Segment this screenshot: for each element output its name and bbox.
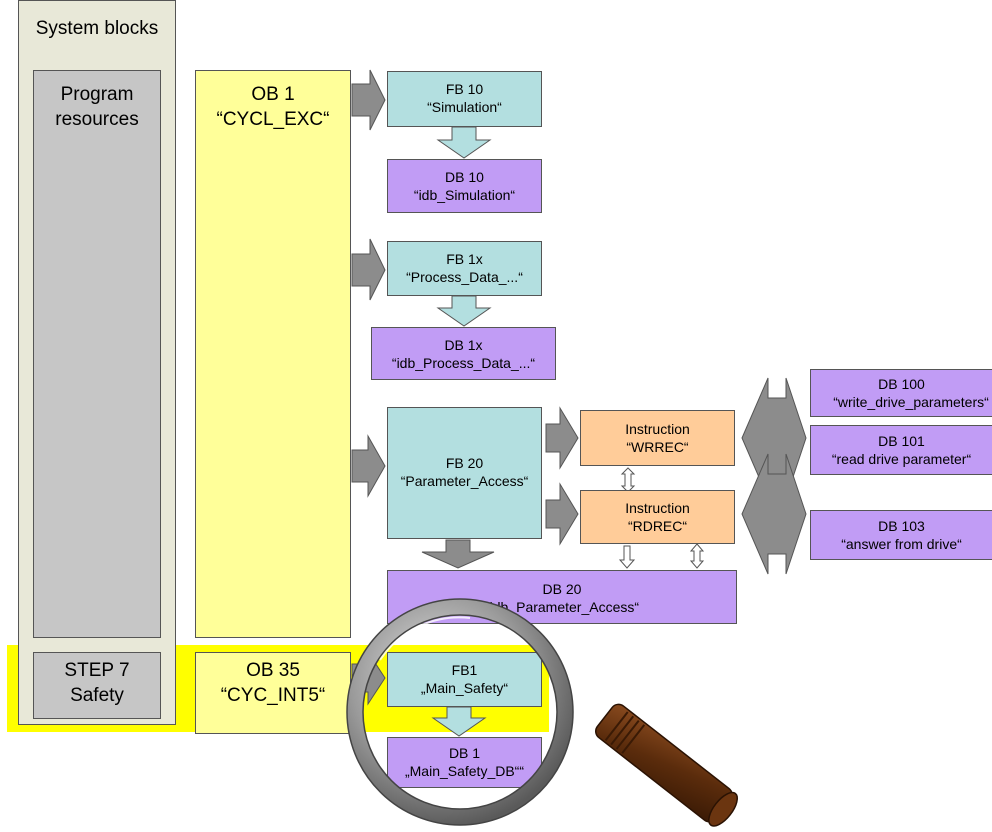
db103-line2: “answer from drive“: [841, 536, 962, 552]
rdrec-block: Instruction “RDREC“: [580, 490, 735, 544]
arrow-fb20-to-rdrec: [545, 482, 579, 546]
ob35-block: OB 35 “CYC_INT5“: [195, 652, 351, 734]
db100-line1: DB 100: [878, 376, 925, 392]
db1x-line1: DB 1x: [444, 337, 483, 353]
db1x-block: DB 1x “idb_Process_Data_...“: [371, 327, 556, 380]
db103-line1: DB 103: [878, 518, 925, 534]
fb1-safety-block: FB1 „Main_Safety“: [387, 652, 542, 707]
fb10-line2: “Simulation“: [427, 99, 502, 115]
fb1x-line2: “Process_Data_...“: [406, 269, 523, 285]
db10-line2: “idb_Simulation“: [413, 187, 516, 203]
rdrec-line2: “RDREC“: [627, 518, 688, 534]
arrow-ob1-to-fb20: [351, 434, 386, 498]
program-resources-block: Program resources: [33, 70, 161, 638]
fb1x-block: FB 1x “Process_Data_...“: [387, 241, 542, 296]
wrrec-line2: “WRREC“: [626, 439, 689, 455]
program-resources-line2: resources: [55, 109, 139, 130]
ob1-line2: “CYCL_EXC“: [216, 109, 330, 130]
fb20-line1: FB 20: [445, 455, 484, 471]
db101-line2: “read drive parameter“: [831, 451, 972, 467]
rdrec-line1: Instruction: [625, 500, 690, 516]
program-resources-line1: Program: [60, 84, 134, 105]
db100-block: DB 100 “write_drive_parameters“: [810, 369, 992, 417]
fb1-safety-line2: „Main_Safety“: [420, 680, 509, 696]
db101-block: DB 101 “read drive parameter“: [810, 425, 992, 475]
ob1-block: OB 1 “CYCL_EXC“: [195, 70, 351, 638]
arrow-fb20-to-wrrec: [545, 406, 579, 470]
ob35-line1: OB 35: [246, 660, 300, 681]
system-blocks-label: System blocks: [35, 18, 159, 39]
arrow-fb10-to-db10: [436, 126, 492, 159]
db10-block: DB 10 “idb_Simulation“: [387, 159, 542, 213]
db1-safety-line2: „Main_Safety_DB““: [404, 763, 525, 779]
db101-line1: DB 101: [878, 433, 925, 449]
ob1-line1: OB 1: [251, 84, 295, 105]
db100-line2: “write_drive_parameters“: [833, 394, 989, 410]
arrow-ob1-to-fb10: [351, 69, 386, 131]
db1-safety-line1: DB 1: [448, 745, 481, 761]
db10-line1: DB 10: [445, 169, 484, 185]
fb1-safety-line1: FB1: [451, 662, 478, 678]
fb20-block: FB 20 “Parameter_Access“: [387, 407, 542, 539]
fb10-block: FB 10 “Simulation“: [387, 71, 542, 127]
db103-block: DB 103 “answer from drive“: [810, 510, 992, 560]
db1-safety-block: DB 1 „Main_Safety_DB““: [387, 737, 542, 788]
arrow-rdrec-db103: [741, 453, 807, 575]
arrow-fb20-to-db20: [421, 539, 495, 569]
arrow-fb1-to-db1: [431, 706, 487, 737]
arrow-ob1-to-fb1x: [351, 238, 386, 301]
step7-safety-line1: STEP 7: [64, 660, 130, 681]
wrrec-block: Instruction “WRREC“: [580, 410, 735, 466]
ob35-line2: “CYC_INT5“: [220, 685, 326, 706]
db20-line1: DB 20: [542, 581, 582, 597]
step7-safety-block: STEP 7 Safety: [33, 652, 161, 719]
double-arrow-db20-rdrec: [689, 543, 705, 569]
double-arrow-rdrec-db20: [618, 545, 636, 569]
magnifier-handle: [595, 703, 739, 827]
fb10-line1: FB 10: [445, 81, 484, 97]
arrow-fb1x-to-db1x: [436, 295, 492, 327]
db1x-line2: “idb_Process_Data_...“: [391, 355, 536, 371]
db20-line2: “idb_Parameter_Access“: [484, 599, 640, 615]
wrrec-line1: Instruction: [625, 421, 690, 437]
fb1x-line1: FB 1x: [446, 251, 483, 267]
fb20-line2: “Parameter_Access“: [400, 473, 529, 489]
step7-safety-line2: Safety: [70, 685, 124, 706]
